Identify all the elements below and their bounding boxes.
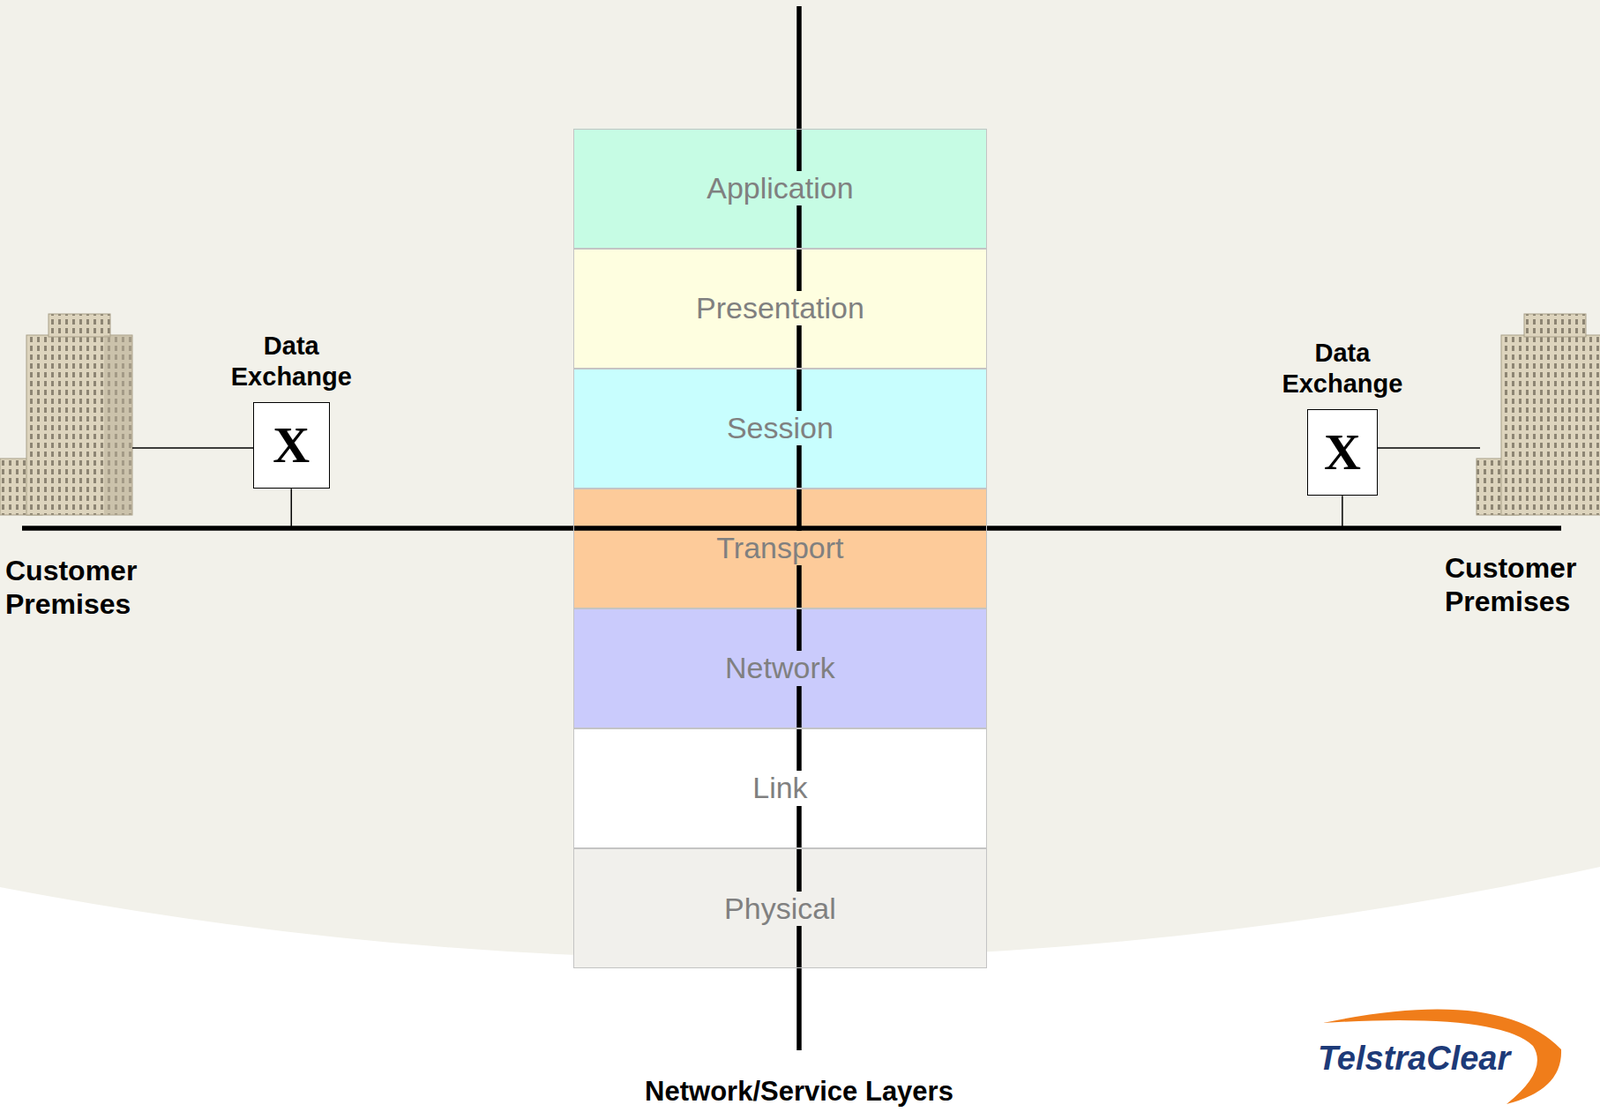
layer-name: Network [719, 650, 841, 686]
building-tower [1501, 335, 1600, 516]
band-fill [573, 608, 987, 729]
band-fill [573, 248, 987, 369]
backbone-connector [291, 488, 1343, 529]
layer-name: Transport [710, 530, 849, 566]
access-line [1376, 447, 1481, 449]
layer-band: Network [573, 608, 987, 729]
box-heading: Data Exchange [216, 330, 367, 393]
band-fill [573, 128, 987, 249]
building-icon [1476, 314, 1600, 516]
logo-wordmark: TelstraClear [1317, 1040, 1511, 1078]
band-fill [573, 728, 987, 849]
building-top [1524, 314, 1586, 337]
layer-name: Session [721, 411, 839, 446]
building-top [48, 314, 111, 337]
building-icon [0, 314, 133, 516]
exchange-symbol: X [272, 419, 310, 472]
exchange-box: Data ExchangeX [1307, 409, 1378, 496]
layer-band: Physical [573, 848, 987, 969]
band-fill [573, 488, 987, 609]
axis-caption: Network/Service Layers [622, 1076, 976, 1107]
layer-name: Presentation [690, 291, 870, 326]
exchange-symbol: X [1323, 426, 1361, 479]
access-line [132, 447, 254, 449]
layer-band: Transport [573, 488, 987, 609]
building-shade [104, 335, 133, 516]
site-label: Customer Premises [1444, 551, 1595, 620]
band-fill [573, 368, 987, 489]
band-fills [573, 128, 987, 969]
layer-name: Link [747, 770, 813, 806]
layer-name: Application [701, 171, 859, 206]
layer-band: Presentation [573, 248, 987, 369]
layer-band: Session [573, 368, 987, 489]
exchange-box: Data ExchangeX [253, 402, 330, 489]
layer-band: Application [573, 128, 987, 249]
band-fill [573, 848, 987, 969]
layer-name: Physical [718, 891, 842, 927]
site-label: Customer Premises [5, 553, 156, 622]
box-heading: Data Exchange [1267, 337, 1418, 400]
layer-band: Link [573, 728, 987, 849]
building-tower [26, 335, 133, 516]
